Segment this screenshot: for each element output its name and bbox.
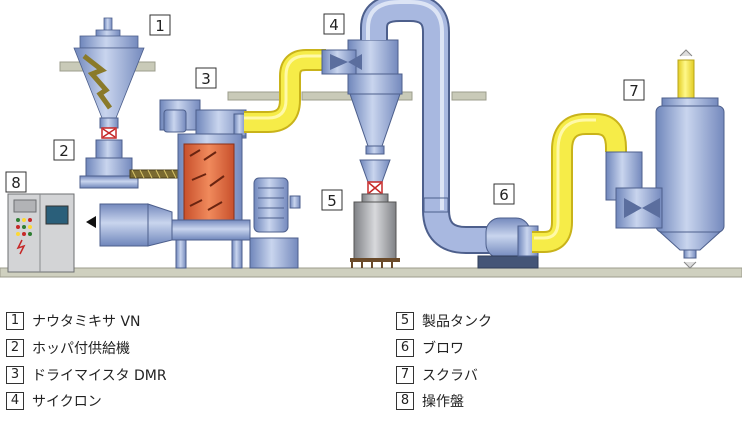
legend-label: スクラバ: [422, 368, 478, 384]
legend-number: 8: [396, 392, 414, 410]
cyclone: [321, 39, 403, 195]
svg-text:1: 1: [155, 17, 165, 35]
legend-label: ドライマイスタ DMR: [32, 368, 167, 384]
legend-number: 2: [6, 339, 24, 357]
callout-5: 5: [321, 189, 343, 211]
legend-number: 5: [396, 312, 414, 330]
legend-item: 5 製品タンク: [396, 310, 492, 332]
hopper-feeder: [79, 139, 181, 189]
callout-2: 2: [53, 139, 75, 161]
scrubber: [605, 49, 725, 269]
svg-text:8: 8: [11, 174, 21, 192]
legend-item: 8 操作盤: [396, 390, 464, 412]
floor-slab: [0, 267, 742, 278]
callout-8: 8: [5, 171, 27, 193]
legend-item: 6 ブロワ: [396, 337, 464, 359]
blower: [477, 217, 539, 269]
legend-label: ナウタミキサ VN: [32, 314, 141, 330]
callout-6: 6: [493, 183, 515, 205]
legend-item: 3 ドライマイスタ DMR: [6, 364, 167, 386]
legend-number: 6: [396, 339, 414, 357]
nauta-mixer: [73, 17, 145, 139]
legend-item: 4 サイクロン: [6, 390, 102, 412]
legend-number: 3: [6, 366, 24, 384]
legend-label: 製品タンク: [422, 314, 492, 330]
svg-text:3: 3: [201, 70, 211, 88]
legend-number: 7: [396, 366, 414, 384]
svg-text:7: 7: [629, 82, 639, 100]
callout-4: 4: [323, 13, 345, 35]
callout-1: 1: [149, 14, 171, 36]
legend-number: 4: [6, 392, 24, 410]
equipment-illustration: 1 2 3 4 5 6 7 8: [0, 0, 742, 278]
air-inlet: [86, 203, 173, 247]
product-tank: [350, 193, 400, 268]
legend-label: ホッパ付供給機: [32, 341, 130, 357]
callout-7: 7: [623, 79, 645, 101]
svg-text:5: 5: [327, 192, 337, 210]
drymeister-dmr: [159, 99, 301, 269]
legend-label: サイクロン: [32, 394, 102, 410]
legend-label: ブロワ: [422, 341, 464, 357]
control-panel: [7, 193, 75, 273]
svg-text:6: 6: [499, 186, 509, 204]
svg-text:2: 2: [59, 142, 69, 160]
yellow-duct-2: [532, 113, 627, 253]
legend-label: 操作盤: [422, 394, 464, 410]
legend-number: 1: [6, 312, 24, 330]
callout-3: 3: [195, 67, 217, 89]
svg-text:4: 4: [329, 16, 339, 34]
legend-item: 7 スクラバ: [396, 364, 478, 386]
upper-platform-right: [451, 91, 487, 101]
legend-item: 2 ホッパ付供給機: [6, 337, 130, 359]
legend: 1 ナウタミキサ VN 2 ホッパ付供給機 3 ドライマイスタ DMR 4 サイ…: [0, 300, 742, 443]
legend-item: 1 ナウタミキサ VN: [6, 310, 141, 332]
